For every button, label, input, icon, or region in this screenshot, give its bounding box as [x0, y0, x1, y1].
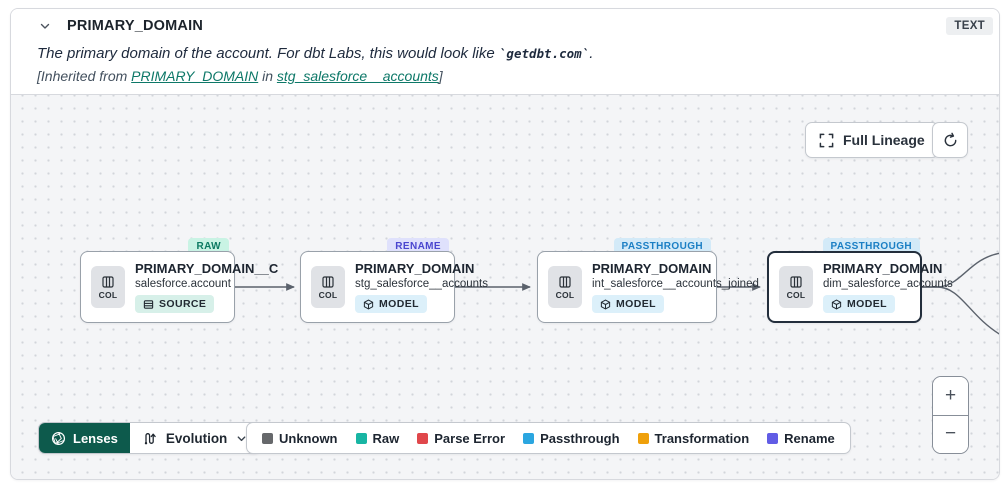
- evolution-icon: [144, 432, 156, 444]
- legend-swatch: [262, 432, 273, 444]
- model-icon: [831, 299, 842, 309]
- inherited-note: [Inherited from PRIMARY_DOMAIN in stg_sa…: [37, 68, 993, 84]
- column-lineage-panel: PRIMARY_DOMAIN TEXT The primary domain o…: [10, 8, 1000, 480]
- columns-icon: [102, 275, 114, 288]
- resource-type-badge: MODEL: [355, 295, 427, 313]
- evolution-legend: Unknown Raw Parse Error Passthrough Tran…: [246, 422, 851, 454]
- selected-lens-label: Evolution: [165, 430, 228, 446]
- lenses-button[interactable]: Lenses: [39, 423, 130, 453]
- resource-type-badge: SOURCE: [135, 295, 215, 313]
- legend-swatch: [523, 432, 535, 444]
- lineage-node-intermediate[interactable]: PASSTHROUGH COL PRIMARY_DOMAIN int_sales…: [537, 238, 759, 323]
- lineage-node-dim-selected[interactable]: PASSTHROUGH COL PRIMARY_DOMAIN dim_sales…: [767, 238, 953, 323]
- column-chip: COL: [91, 266, 125, 308]
- col-chip-label: COL: [98, 289, 118, 300]
- columns-icon: [559, 275, 571, 288]
- collapse-button[interactable]: [37, 18, 53, 34]
- inherited-column-link[interactable]: PRIMARY_DOMAIN: [131, 68, 259, 84]
- legend-label: Raw: [372, 430, 400, 446]
- node-column-name: PRIMARY_DOMAIN: [823, 261, 943, 276]
- resource-type-badge: MODEL: [823, 295, 895, 313]
- fullscreen-icon: [819, 133, 834, 147]
- lens-aperture-icon: [51, 431, 66, 445]
- node-model-name: salesforce.account: [135, 278, 231, 290]
- columns-icon: [322, 275, 334, 288]
- lineage-node-staging[interactable]: RENAME COL PRIMARY_DOMAIN stg_salesforce…: [300, 238, 488, 323]
- legend-label: Rename: [784, 430, 835, 446]
- chevron-down-icon: [40, 23, 50, 29]
- lineage-node-source[interactable]: RAW COL PRIMARY_DOMAIN__C salesforce.acc…: [80, 238, 278, 323]
- column-description: The primary domain of the account. For d…: [37, 45, 993, 62]
- column-chip: COL: [311, 266, 345, 308]
- legend-swatch: [637, 432, 649, 444]
- lenses-label: Lenses: [73, 430, 118, 446]
- legend-item: Unknown: [262, 431, 338, 446]
- inherited-middle: in: [258, 68, 277, 84]
- legend-label: Passthrough: [540, 430, 620, 446]
- legend-label: Unknown: [279, 430, 338, 446]
- refresh-icon: [944, 132, 956, 146]
- resource-type-label: SOURCE: [159, 298, 207, 310]
- source-icon: [143, 299, 154, 309]
- resource-type-label: MODEL: [379, 298, 419, 310]
- column-title: PRIMARY_DOMAIN: [67, 18, 203, 34]
- col-chip-label: COL: [786, 289, 806, 300]
- column-chip: COL: [548, 266, 582, 308]
- full-lineage-label: Full Lineage: [843, 132, 925, 148]
- lineage-canvas[interactable]: RAW COL PRIMARY_DOMAIN__C salesforce.acc…: [11, 94, 999, 479]
- node-column-name: PRIMARY_DOMAIN: [592, 261, 712, 276]
- refresh-button[interactable]: [932, 122, 968, 158]
- lens-selector: Lenses Evolution: [38, 422, 262, 454]
- resource-type-label: MODEL: [616, 298, 656, 310]
- full-lineage-button[interactable]: Full Lineage: [805, 122, 939, 158]
- node-model-name: int_salesforce__accounts_joined: [592, 278, 759, 290]
- resource-type-label: MODEL: [847, 298, 887, 310]
- legend-swatch: [417, 432, 429, 444]
- zoom-in-button[interactable]: +: [933, 377, 968, 415]
- legend-label: Transformation: [654, 430, 750, 446]
- resource-type-badge: MODEL: [592, 295, 664, 313]
- node-column-name: PRIMARY_DOMAIN: [355, 261, 475, 276]
- columns-icon: [790, 275, 802, 288]
- col-chip-label: COL: [318, 289, 338, 300]
- node-model-name: stg_salesforce__accounts: [355, 278, 488, 290]
- inherited-prefix: [Inherited from: [37, 68, 132, 84]
- legend-item: Passthrough: [523, 430, 620, 446]
- lens-dropdown[interactable]: Evolution: [130, 423, 260, 453]
- data-type-badge: TEXT: [946, 17, 993, 35]
- node-model-name: dim_salesforce_accounts: [823, 278, 953, 290]
- description-text: The primary domain of the account. For d…: [37, 45, 499, 62]
- model-icon: [600, 299, 611, 309]
- column-chip: COL: [779, 266, 813, 308]
- legend-swatch: [767, 432, 779, 444]
- zoom-out-button[interactable]: −: [933, 414, 968, 453]
- legend-item: Rename: [767, 431, 835, 446]
- description-period: .: [589, 45, 594, 62]
- column-header: PRIMARY_DOMAIN TEXT The primary domain o…: [11, 9, 999, 94]
- legend-swatch: [355, 432, 367, 444]
- description-code: `getdbt.com`: [498, 46, 590, 61]
- legend-item: Parse Error: [417, 431, 505, 446]
- inherited-model-link[interactable]: stg_salesforce__accounts: [276, 68, 439, 84]
- legend-item: Raw: [355, 430, 400, 446]
- col-chip-label: COL: [555, 289, 575, 300]
- inherited-suffix: ]: [438, 68, 443, 84]
- model-icon: [363, 299, 374, 309]
- legend-item: Transformation: [637, 430, 750, 446]
- legend-label: Parse Error: [434, 430, 506, 446]
- zoom-controls: + −: [932, 376, 969, 454]
- node-column-name: PRIMARY_DOMAIN__C: [135, 261, 279, 276]
- chevron-down-icon: [237, 435, 246, 441]
